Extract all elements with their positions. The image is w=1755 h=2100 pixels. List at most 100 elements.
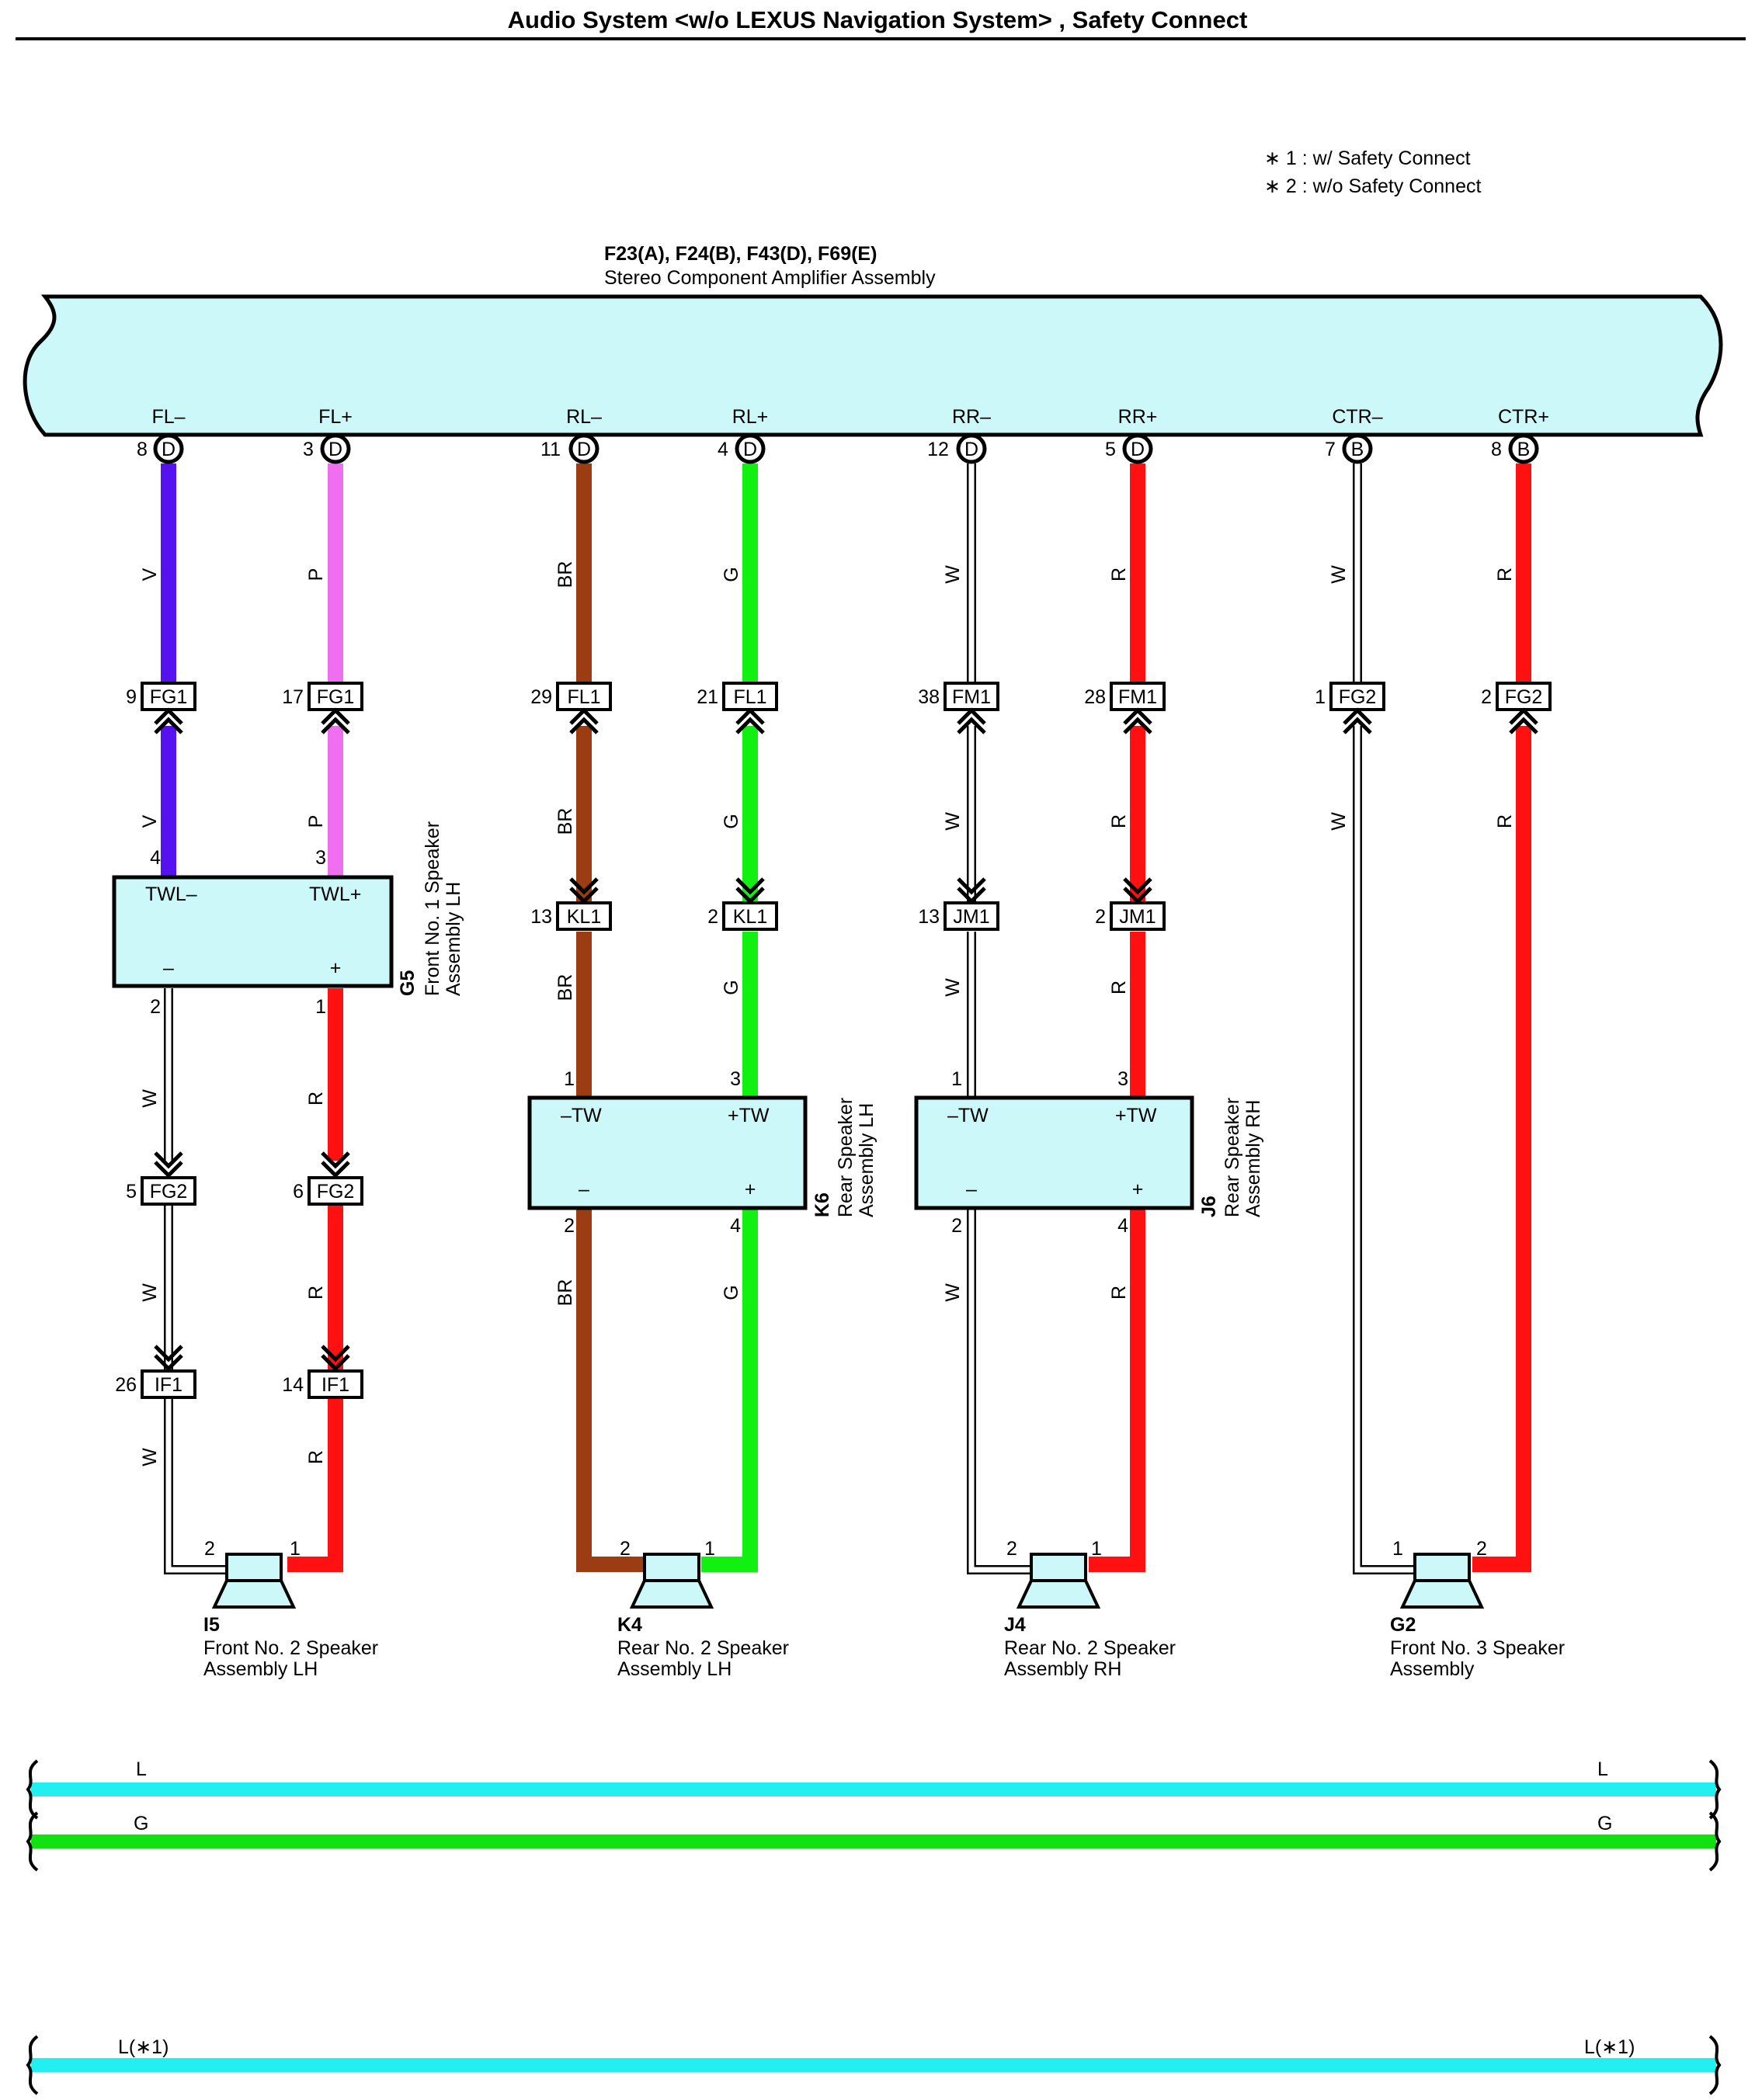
- svg-text:J6: J6: [1198, 1196, 1220, 1217]
- wire-code: P: [305, 568, 327, 581]
- svg-text:D: D: [743, 439, 757, 460]
- svg-text:D: D: [577, 439, 591, 460]
- terminal-circle-fl-plus: D 3: [303, 433, 351, 464]
- wire-code: R: [1494, 814, 1516, 828]
- svg-text:K4: K4: [617, 1614, 642, 1636]
- svg-text:38: 38: [918, 686, 940, 708]
- svg-text:TWL–: TWL–: [145, 883, 197, 905]
- svg-text:1: 1: [315, 996, 326, 1018]
- wire-code: W: [139, 1448, 161, 1467]
- wire-code: P: [305, 815, 327, 828]
- svg-text:4: 4: [730, 1215, 741, 1237]
- svg-text:G2: G2: [1390, 1614, 1416, 1636]
- wire-rl-plus: [701, 463, 758, 1572]
- svg-text:FM1: FM1: [1118, 686, 1157, 708]
- svg-text:26: 26: [115, 1374, 137, 1396]
- svg-text:8: 8: [1491, 439, 1502, 460]
- wire-code: W: [139, 1089, 161, 1108]
- connector-fm1-28: FM1 28: [1084, 682, 1166, 733]
- svg-text:5: 5: [1105, 439, 1116, 460]
- svg-text:B: B: [1517, 439, 1531, 460]
- svg-text:JM1: JM1: [953, 906, 989, 928]
- svg-text:Rear No. 2 Speaker: Rear No. 2 Speaker: [1004, 1637, 1176, 1659]
- svg-text:L(∗1): L(∗1): [118, 2036, 169, 2058]
- svg-text:Assembly RH: Assembly RH: [1242, 1100, 1264, 1217]
- connector-if1-14: IF1 14: [282, 1346, 363, 1399]
- svg-text:+: +: [330, 957, 342, 979]
- terminal-circle-ctr-minus: B 7: [1325, 433, 1373, 464]
- wire-code: BR: [554, 974, 576, 1001]
- svg-text:FL1: FL1: [567, 686, 600, 708]
- tweeter-g5: TWL– TWL+ – + 4 3 2 1 G5 Front No. 1 Spe…: [112, 821, 464, 1018]
- wire-ctr-plus: [1472, 463, 1531, 1572]
- svg-text:IF1: IF1: [321, 1374, 349, 1396]
- svg-text:Assembly: Assembly: [1390, 1658, 1475, 1680]
- amplifier-terminals: FL– FL+ RL– RL+ RR– RR+ CTR– CTR+: [151, 406, 1549, 428]
- svg-text:2: 2: [951, 1215, 962, 1237]
- terminal-circle-rl-plus: D 4: [718, 433, 766, 464]
- svg-text:2: 2: [204, 1538, 215, 1560]
- svg-text:28: 28: [1084, 686, 1106, 708]
- svg-text:2: 2: [707, 906, 718, 928]
- connector-fg1-17: FG1 17: [282, 682, 363, 733]
- svg-text:17: 17: [282, 686, 304, 708]
- svg-text:–: –: [579, 1178, 589, 1200]
- svg-text:1: 1: [951, 1068, 962, 1090]
- svg-text:4: 4: [718, 439, 728, 460]
- amplifier-box: [23, 294, 1723, 437]
- connector-fg1-9: FG1 9: [126, 682, 196, 733]
- svg-text:Rear Speaker: Rear Speaker: [1222, 1098, 1243, 1217]
- svg-text:G: G: [134, 1813, 148, 1834]
- wire-code: V: [139, 814, 161, 828]
- svg-text:9: 9: [126, 686, 137, 708]
- terminal-rl-plus: RL+: [732, 406, 769, 428]
- svg-text:FM1: FM1: [952, 686, 991, 708]
- amplifier-name: Stereo Component Amplifier Assembly: [604, 267, 936, 289]
- page-title: Audio System <w/o LEXUS Navigation Syste…: [508, 6, 1248, 33]
- svg-text:–TW: –TW: [947, 1105, 989, 1126]
- terminal-circle-rr-plus: D 5: [1105, 433, 1153, 464]
- svg-text:29: 29: [530, 686, 552, 708]
- wire-code: R: [1108, 1286, 1130, 1300]
- svg-text:–TW: –TW: [561, 1105, 602, 1126]
- svg-text:KL1: KL1: [567, 906, 601, 928]
- terminal-circle-rl-minus: D 11: [540, 433, 599, 464]
- svg-text:L: L: [136, 1758, 147, 1780]
- wire-code: W: [1328, 812, 1350, 831]
- wire-code: G: [721, 980, 742, 994]
- wire-code: R: [305, 1092, 327, 1106]
- svg-text:Assembly RH: Assembly RH: [1004, 1658, 1121, 1680]
- svg-text:D: D: [1131, 439, 1145, 460]
- svg-text:3: 3: [1117, 1068, 1128, 1090]
- svg-text:14: 14: [282, 1374, 304, 1396]
- svg-text:Rear No. 2 Speaker: Rear No. 2 Speaker: [617, 1637, 789, 1659]
- tweeter-j6: –TW +TW – + 1 3 2 4 J6 Rear Speaker Asse…: [914, 1068, 1264, 1237]
- svg-text:5: 5: [126, 1181, 137, 1203]
- svg-text:+TW: +TW: [728, 1105, 770, 1126]
- svg-text:21: 21: [697, 686, 718, 708]
- connector-fg2-2: FG2 2: [1481, 682, 1552, 733]
- svg-text:2: 2: [1476, 1538, 1487, 1560]
- terminal-circle-fl-minus: D 8: [137, 433, 184, 464]
- wire-code: BR: [554, 1279, 576, 1307]
- wire-code: W: [942, 1283, 964, 1302]
- wire-code: R: [305, 1450, 327, 1464]
- svg-text:D: D: [162, 439, 176, 460]
- wire-rr-minus: [967, 463, 1031, 1574]
- svg-text:FG1: FG1: [150, 686, 188, 708]
- speaker-g2: 1 2 G2 Front No. 3 Speaker Assembly: [1390, 1538, 1565, 1680]
- svg-text:1: 1: [564, 1068, 575, 1090]
- svg-text:3: 3: [303, 439, 314, 460]
- terminal-fl-minus: FL–: [151, 406, 185, 428]
- svg-text:2: 2: [620, 1538, 631, 1560]
- svg-text:JM1: JM1: [1119, 906, 1156, 928]
- terminal-ctr-minus: CTR–: [1332, 406, 1382, 428]
- wire-code: W: [942, 978, 964, 997]
- bus-l: L L: [26, 1758, 1722, 1820]
- connector-fm1-38: FM1 38: [918, 682, 999, 733]
- svg-text:L(∗1): L(∗1): [1584, 2036, 1635, 2058]
- svg-text:3: 3: [315, 847, 326, 869]
- svg-text:FG2: FG2: [1339, 686, 1377, 708]
- wire-code: R: [1494, 568, 1516, 581]
